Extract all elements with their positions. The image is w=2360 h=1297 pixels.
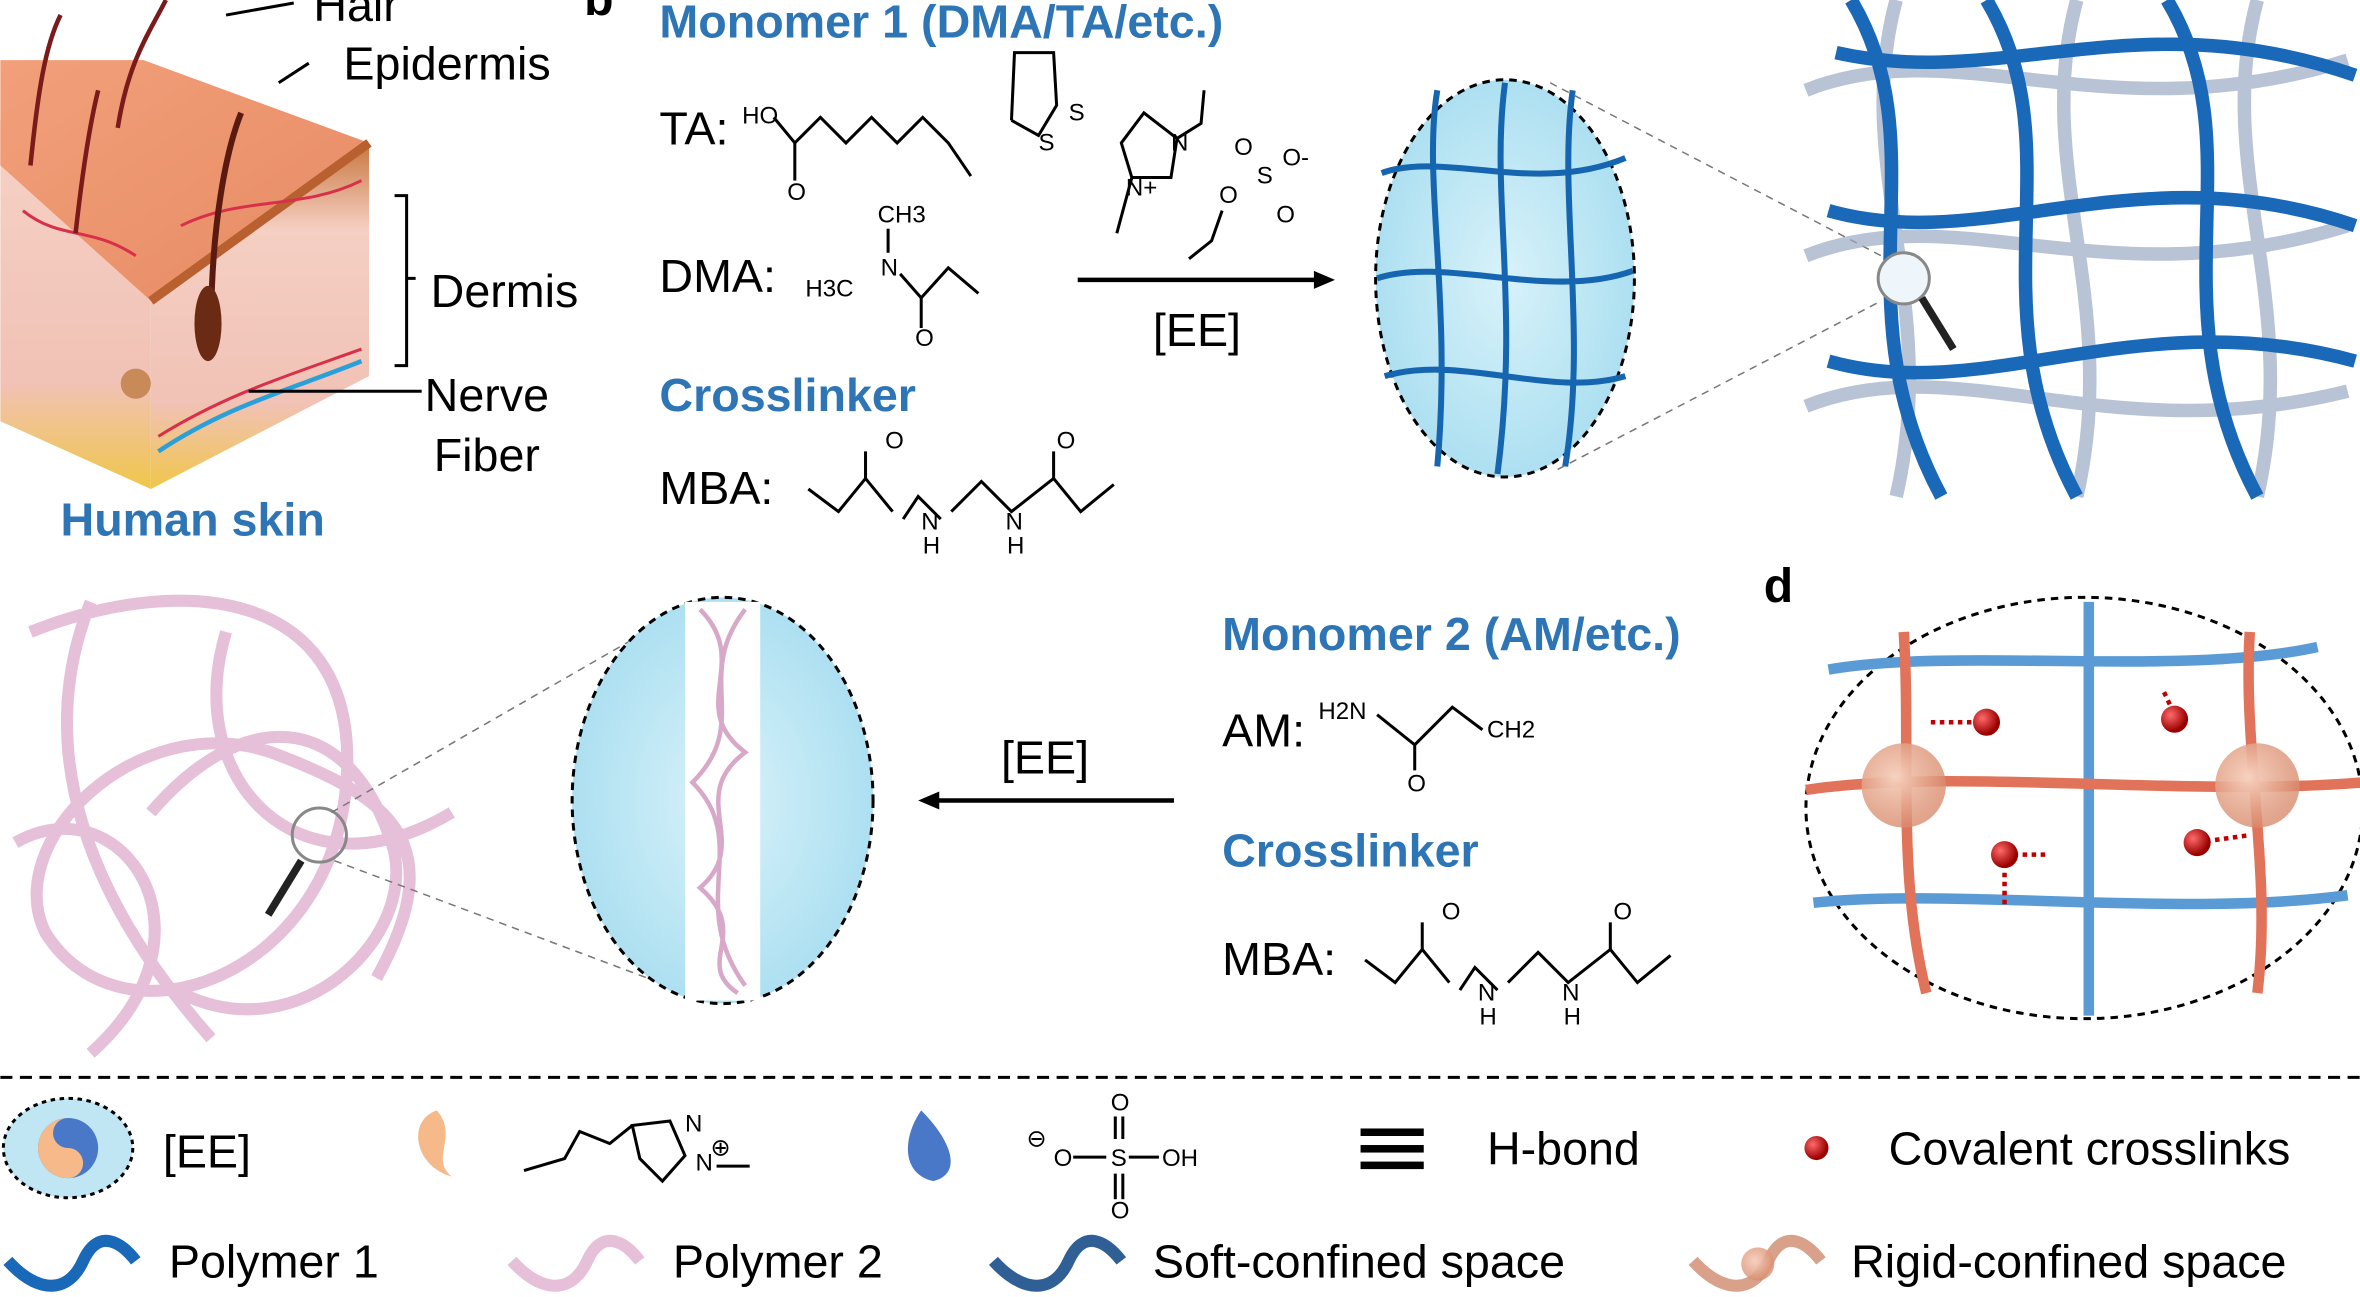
cation-structure: N N ⊕ (523, 1110, 750, 1184)
svg-text:H: H (1479, 1004, 1496, 1031)
svg-text:H: H (1564, 1004, 1581, 1031)
svg-text:O: O (1442, 898, 1461, 925)
label-fiber: Fiber (434, 429, 540, 481)
svg-text:N: N (685, 1110, 702, 1137)
legend-soft: Soft-confined space (1153, 1235, 1565, 1287)
crosslinker-heading-c: Crosslinker (1222, 825, 1479, 877)
label-nerve: Nerve (425, 369, 549, 421)
svg-text:O: O (1407, 770, 1426, 797)
legend-covalent: Covalent crosslinks (1889, 1123, 2291, 1175)
svg-text:O-: O- (1282, 145, 1309, 172)
am-structure: H2N O CH2 (1318, 698, 1535, 797)
legend-polymer2: Polymer 2 (673, 1235, 883, 1287)
covalent-crosslink-icon (1804, 1136, 1829, 1161)
svg-text:O: O (1054, 1145, 1073, 1172)
svg-text:H: H (1007, 533, 1024, 560)
svg-text:N: N (921, 509, 938, 536)
mba-label-b: MBA: (659, 462, 773, 514)
legend-ee: [EE] (163, 1126, 251, 1178)
svg-text:S: S (1039, 129, 1055, 156)
svg-text:OH: OH (1162, 1145, 1198, 1172)
human-skin-title: Human skin (61, 494, 325, 546)
svg-text:N: N (1005, 509, 1022, 536)
svg-text:N: N (881, 254, 898, 281)
ee-label-c: [EE] (1001, 731, 1089, 783)
svg-text:H3C: H3C (805, 275, 853, 302)
svg-text:⊕: ⊕ (711, 1135, 731, 1162)
ionic-liquid-structure: N N+ S O O O- O (1115, 90, 1309, 260)
label-epidermis: Epidermis (343, 38, 550, 90)
soft-confined-icon (988, 1234, 1127, 1292)
polymer2-icon (507, 1234, 645, 1292)
mba-label-c: MBA: (1222, 933, 1336, 985)
gel-zoom-ellipse-b (1374, 78, 1882, 479)
svg-text:H: H (923, 533, 940, 560)
am-label: AM: (1222, 704, 1305, 756)
ta-structure: HO O S S (742, 51, 1085, 206)
polymer1-network (1803, 0, 2358, 500)
svg-text:CH3: CH3 (878, 202, 926, 229)
label-dermis: Dermis (431, 265, 579, 317)
svg-text:O: O (1111, 1089, 1130, 1116)
hair-leader-line (225, 1, 295, 17)
mba-structure-b: O O N N H H (807, 427, 1115, 560)
svg-text:O: O (885, 427, 904, 454)
panel-label-d: d (1764, 559, 1793, 613)
legend: [EE] N N ⊕ ⊖ O S OH O O H-bond Covalent … (1, 1089, 2291, 1292)
anion-icon (907, 1110, 951, 1182)
crosslinker-heading-b: Crosslinker (659, 369, 916, 421)
arrow-head-c (918, 791, 940, 810)
svg-text:O: O (1057, 427, 1076, 454)
dermis-bracket (394, 194, 416, 368)
svg-text:N: N (1171, 129, 1188, 156)
svg-text:S: S (1069, 99, 1085, 126)
ta-label: TA: (659, 102, 728, 154)
arrow-head-b (1313, 270, 1335, 289)
ee-label-b: [EE] (1153, 304, 1241, 356)
label-hair: Hair (313, 0, 399, 31)
svg-text:H2N: H2N (1318, 698, 1366, 725)
svg-text:N+: N+ (1126, 175, 1157, 202)
svg-text:O: O (787, 179, 806, 206)
hbond-icon (1360, 1128, 1424, 1170)
monomer2-heading: Monomer 2 (AM/etc.) (1222, 608, 1681, 660)
svg-text:N: N (696, 1150, 713, 1177)
svg-text:N: N (1562, 980, 1579, 1007)
svg-text:S: S (1111, 1145, 1127, 1172)
svg-text:O: O (1111, 1198, 1130, 1225)
svg-text:O: O (915, 325, 934, 352)
epidermis-leader-line (277, 61, 310, 85)
polymer1-icon (3, 1234, 141, 1292)
mba-structure-c: O O N N H H (1364, 898, 1672, 1031)
skin-illustration (0, 0, 372, 490)
svg-text:O: O (1276, 202, 1295, 229)
svg-text:S: S (1257, 163, 1273, 190)
svg-text:HO: HO (742, 102, 778, 129)
gel-zoom-ellipse-c (570, 595, 875, 1006)
dma-label: DMA: (659, 250, 776, 302)
legend-rigid: Rigid-confined space (1851, 1235, 2286, 1287)
svg-text:N: N (1478, 980, 1495, 1007)
ee-icon (1, 1096, 135, 1200)
rigid-confined-icon (1688, 1234, 1826, 1292)
monomer1-heading: Monomer 1 (DMA/TA/etc.) (659, 0, 1223, 48)
svg-text:⊖: ⊖ (1027, 1126, 1047, 1153)
svg-text:CH2: CH2 (1487, 716, 1535, 743)
polymer2-tangle (12, 594, 708, 1058)
legend-polymer1: Polymer 1 (169, 1235, 379, 1287)
svg-text:O: O (1234, 134, 1253, 161)
dma-structure: CH3 N H3C O (805, 202, 980, 352)
panel-label-b: b (584, 0, 613, 26)
svg-text:O: O (1613, 898, 1632, 925)
cation-icon (418, 1110, 452, 1177)
anion-structure: ⊖ O S OH O O (1027, 1089, 1199, 1224)
rigid-confined-ellipse-d (1804, 595, 2360, 1021)
legend-hbond: H-bond (1487, 1123, 1640, 1175)
svg-text:O: O (1219, 182, 1238, 209)
